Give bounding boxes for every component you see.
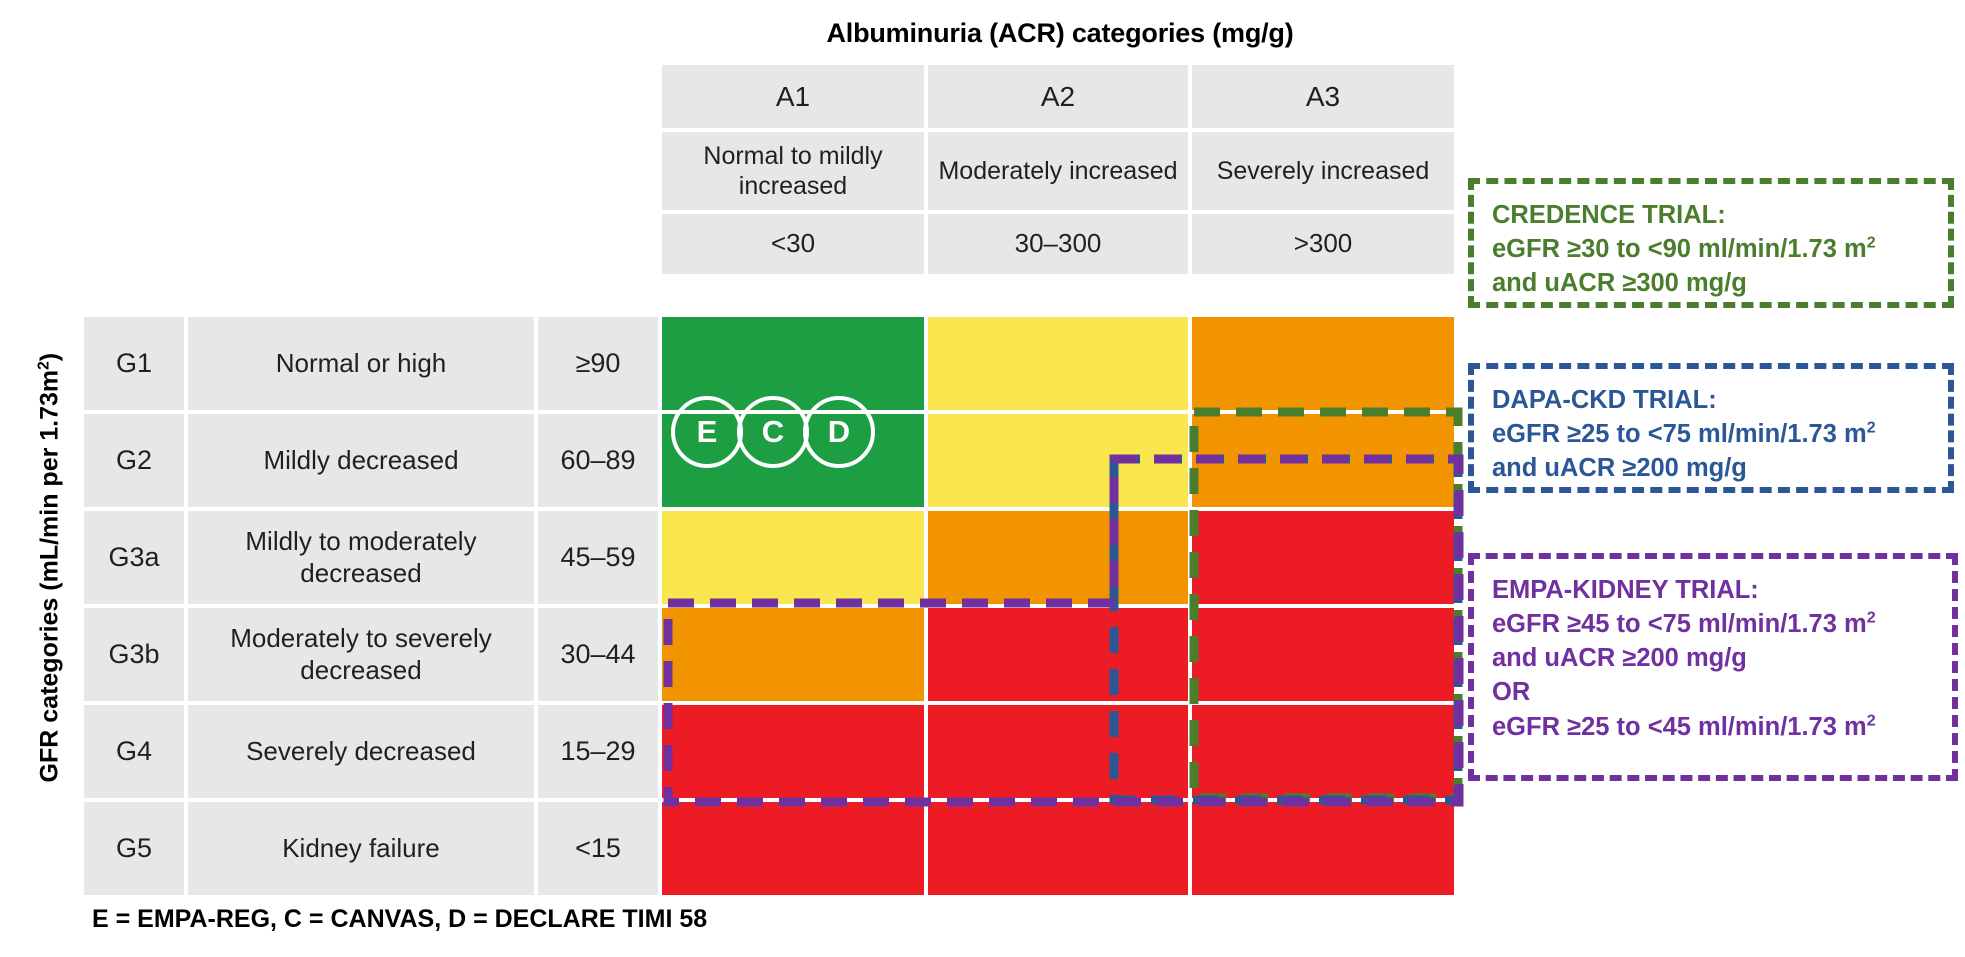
column-header-code-a1: A1 [662, 65, 924, 128]
legend-credence-egfr: eGFR ≥30 to <90 ml/min/1.73 m2 [1492, 232, 1932, 266]
heatmap-cell-g1-a3 [1192, 317, 1454, 410]
row-header-desc-g4: Severely decreased [188, 705, 534, 798]
legend-empakidney-egfr-1: eGFR ≥45 to <75 ml/min/1.73 m2 [1492, 607, 1936, 641]
gfr-axis-title-suffix: ) [35, 352, 64, 362]
row-header-value-g4: 15–29 [538, 705, 658, 798]
row-header-desc-g3a: Mildly to moderately decreased [188, 511, 534, 604]
heatmap-cell-g3a-a1 [662, 511, 924, 604]
heatmap-cell-g3b-a2 [928, 608, 1188, 701]
row-header-value-g5: <15 [538, 802, 658, 895]
legend-dapackd: DAPA-CKD TRIAL: eGFR ≥25 to <75 ml/min/1… [1468, 363, 1954, 493]
legend-empakidney-egfr-1-text: eGFR ≥45 to <75 ml/min/1.73 m [1492, 610, 1867, 639]
legend-credence: CREDENCE TRIAL: eGFR ≥30 to <90 ml/min/1… [1468, 178, 1954, 308]
gfr-axis-title-superscript: 2 [35, 361, 53, 370]
heatmap-cell-g3b-a3 [1192, 608, 1454, 701]
row-header-desc-g1: Normal or high [188, 317, 534, 410]
row-header-code-g3b: G3b [84, 608, 184, 701]
legend-credence-uacr: and uACR ≥300 mg/g [1492, 269, 1747, 298]
heatmap-cell-g2-a1 [662, 414, 924, 507]
heatmap-cell-g5-a3 [1192, 802, 1454, 895]
legend-credence-egfr-text: eGFR ≥30 to <90 ml/min/1.73 m [1492, 235, 1867, 264]
row-header-code-g4: G4 [84, 705, 184, 798]
column-header-range-a1: <30 [662, 214, 924, 274]
footnote-marker-key: E = EMPA-REG, C = CANVAS, D = DECLARE TI… [92, 905, 708, 933]
column-header-code-a3: A3 [1192, 65, 1454, 128]
legend-empakidney: EMPA-KIDNEY TRIAL: eGFR ≥45 to <75 ml/mi… [1468, 553, 1958, 781]
gfr-axis-title: GFR categories (mL/min per 1.73m2) [35, 268, 64, 868]
heatmap-cell-g2-a2 [928, 414, 1188, 507]
legend-dapackd-egfr: eGFR ≥25 to <75 ml/min/1.73 m2 [1492, 417, 1932, 451]
column-header-desc-a1: Normal to mildly increased [662, 132, 924, 210]
heatmap-cell-g4-a1 [662, 705, 924, 798]
legend-empakidney-egfr-1-superscript: 2 [1866, 608, 1876, 627]
row-header-code-g5: G5 [84, 802, 184, 895]
row-header-value-g1: ≥90 [538, 317, 658, 410]
legend-empakidney-or: OR [1492, 678, 1531, 707]
heatmap-cell-g5-a1 [662, 802, 924, 895]
column-header-range-a3: >300 [1192, 214, 1454, 274]
heatmap-cell-g5-a2 [928, 802, 1188, 895]
legend-dapackd-egfr-text: eGFR ≥25 to <75 ml/min/1.73 m [1492, 420, 1867, 449]
row-header-desc-g2: Mildly decreased [188, 414, 534, 507]
legend-dapackd-title: DAPA-CKD TRIAL: [1492, 386, 1717, 414]
row-header-desc-g3b: Moderately to severely decreased [188, 608, 534, 701]
row-header-desc-g5: Kidney failure [188, 802, 534, 895]
legend-empakidney-egfr-2: eGFR ≥25 to <45 ml/min/1.73 m2 [1492, 710, 1936, 744]
row-header-value-g3a: 45–59 [538, 511, 658, 604]
legend-empakidney-egfr-2-superscript: 2 [1866, 711, 1876, 730]
row-header-code-g3a: G3a [84, 511, 184, 604]
legend-credence-egfr-superscript: 2 [1866, 233, 1876, 252]
gfr-axis-title-text: GFR categories (mL/min per 1.73m [35, 369, 64, 783]
heatmap-cell-g2-a3 [1192, 414, 1454, 507]
heatmap-cell-g1-a1 [662, 317, 924, 410]
legend-dapackd-uacr: and uACR ≥200 mg/g [1492, 454, 1747, 483]
heatmap-cell-g3b-a1 [662, 608, 924, 701]
heatmap-cell-g3a-a3 [1192, 511, 1454, 604]
heatmap-cell-g3a-a2 [928, 511, 1188, 604]
row-header-value-g3b: 30–44 [538, 608, 658, 701]
row-header-value-g2: 60–89 [538, 414, 658, 507]
column-header-desc-a3: Severely increased [1192, 132, 1454, 210]
column-header-desc-a2: Moderately increased [928, 132, 1188, 210]
row-header-code-g2: G2 [84, 414, 184, 507]
legend-empakidney-title: EMPA-KIDNEY TRIAL: [1492, 576, 1759, 604]
legend-empakidney-egfr-2-text: eGFR ≥25 to <45 ml/min/1.73 m [1492, 712, 1867, 741]
heatmap-cell-g4-a3 [1192, 705, 1454, 798]
legend-credence-title: CREDENCE TRIAL: [1492, 201, 1726, 229]
row-header-code-g1: G1 [84, 317, 184, 410]
column-header-code-a2: A2 [928, 65, 1188, 128]
column-header-range-a2: 30–300 [928, 214, 1188, 274]
albuminuria-axis-title: Albuminuria (ACR) categories (mg/g) [826, 18, 1294, 48]
heatmap-cell-g4-a2 [928, 705, 1188, 798]
legend-dapackd-egfr-superscript: 2 [1866, 418, 1876, 437]
heatmap-cell-g1-a2 [928, 317, 1188, 410]
legend-empakidney-uacr: and uACR ≥200 mg/g [1492, 644, 1747, 673]
